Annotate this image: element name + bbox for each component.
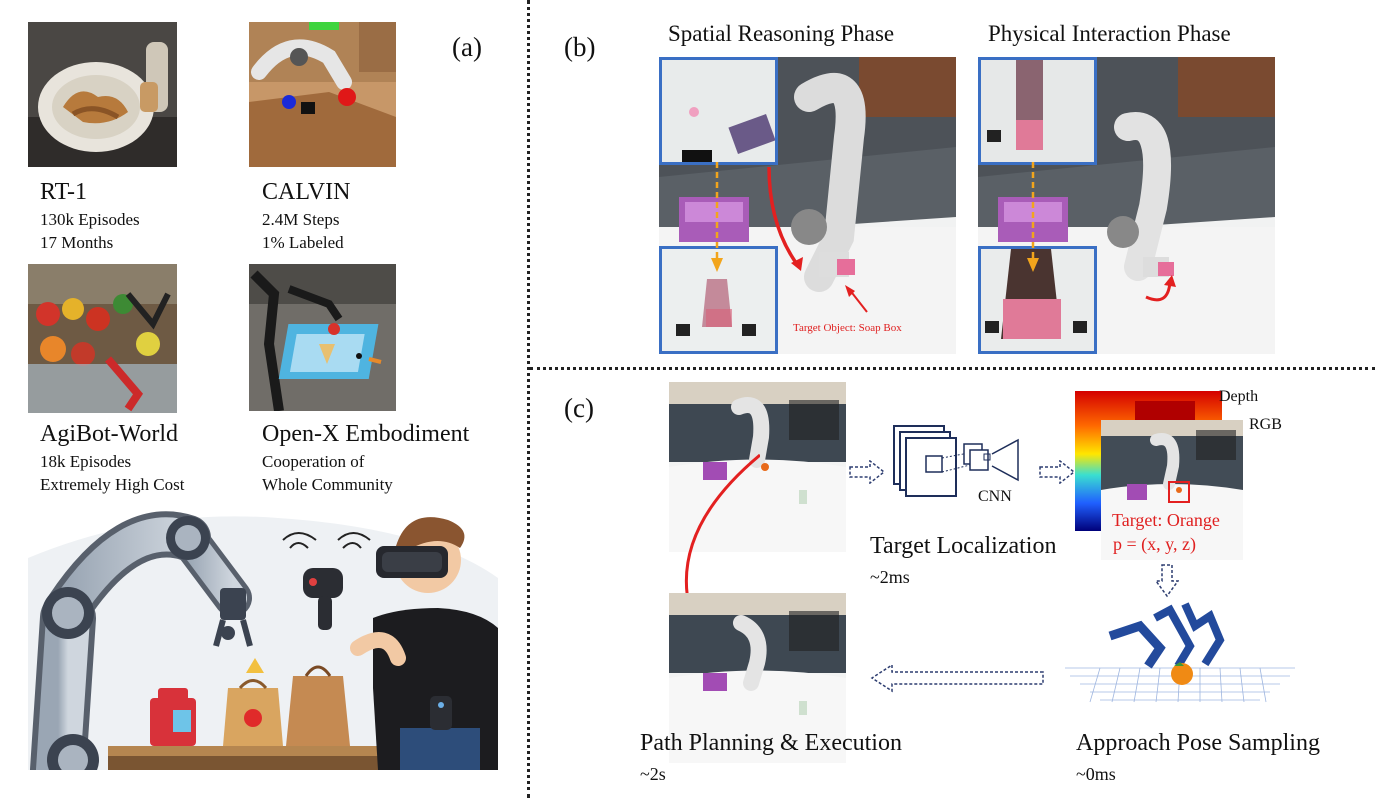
- target-object-note: Target Object: Soap Box: [793, 322, 902, 334]
- agibot-image: [28, 264, 177, 413]
- target-localization-label: Target Localization: [870, 533, 1057, 559]
- calvin-image: [249, 22, 396, 167]
- depth-label: Depth: [1219, 388, 1259, 405]
- dashed-arrow-2: [1039, 460, 1076, 484]
- approach-pose-time: ~0ms: [1076, 764, 1116, 784]
- dataset-line2-rt1: 17 Months: [40, 233, 114, 252]
- physical-orange-arrow: [1027, 162, 1039, 272]
- path-planning-time: ~2s: [640, 764, 666, 784]
- cnn-label: CNN: [978, 488, 1012, 505]
- teleoperation-illustration: [28, 498, 498, 770]
- panel-c-label: (c): [564, 393, 594, 423]
- approach-pose-label: Approach Pose Sampling: [1076, 730, 1320, 756]
- spatial-top-inset: [659, 57, 778, 165]
- physical-bottom-inset: [978, 246, 1097, 354]
- rgb-label: RGB: [1249, 416, 1282, 433]
- cnn-icon: [893, 425, 1019, 497]
- dataset-name-agibot: AgiBot-World: [40, 421, 179, 447]
- dashed-arrow-1: [849, 460, 886, 484]
- dataset-line2-agibot: Extremely High Cost: [40, 475, 185, 494]
- dataset-name-rt1: RT-1: [40, 179, 88, 205]
- physical-interaction-title: Physical Interaction Phase: [988, 21, 1231, 46]
- vertical-divider: [527, 0, 530, 798]
- target-pose-text: p = (x, y, z): [1113, 534, 1196, 554]
- dataset-line1-openx: Cooperation of: [262, 452, 365, 471]
- scene-final: [669, 593, 846, 763]
- panel-b-label: (b): [564, 32, 596, 62]
- horizontal-divider: [530, 367, 1375, 370]
- rt1-image: [28, 22, 177, 167]
- dataset-name-openx: Open-X Embodiment: [262, 421, 470, 447]
- rgb-image: [1101, 420, 1243, 560]
- dataset-line1-agibot: 18k Episodes: [40, 452, 132, 471]
- dashed-arrow-down: [1155, 564, 1179, 598]
- grasp-pose-illustration: [1065, 602, 1295, 703]
- dataset-line1-rt1: 130k Episodes: [40, 210, 140, 229]
- dataset-name-calvin: CALVIN: [262, 179, 351, 205]
- panel-a-label: (a): [452, 32, 482, 62]
- scene-initial: [669, 382, 846, 552]
- physical-top-inset: [978, 57, 1097, 165]
- path-planning-label: Path Planning & Execution: [640, 730, 902, 756]
- spatial-orange-arrow: [711, 162, 723, 272]
- target-localization-time: ~2ms: [870, 567, 910, 587]
- dataset-line1-calvin: 2.4M Steps: [262, 210, 340, 229]
- target-orange-text: Target: Orange: [1112, 510, 1220, 530]
- spatial-reasoning-title: Spatial Reasoning Phase: [668, 21, 895, 46]
- dataset-line2-calvin: 1% Labeled: [262, 233, 344, 252]
- dashed-arrow-left: [870, 663, 1044, 693]
- openx-image: [249, 264, 396, 411]
- dataset-line2-openx: Whole Community: [262, 475, 393, 494]
